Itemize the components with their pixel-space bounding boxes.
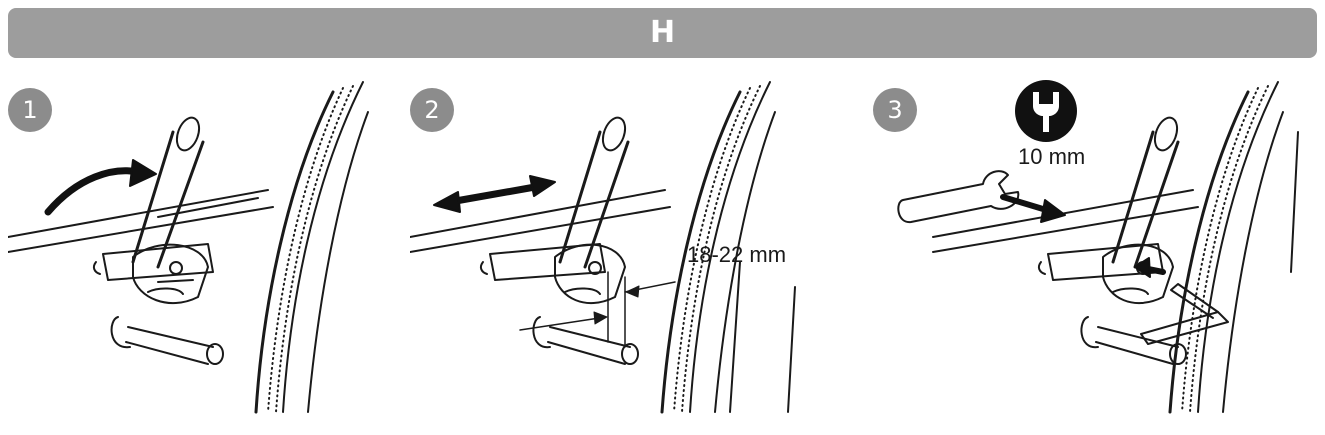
step-2-panel: 2 18-22 mm <box>410 72 840 427</box>
step-1-illustration <box>8 81 369 414</box>
section-title: H <box>649 15 676 50</box>
step-3-illustration <box>897 81 1299 414</box>
step-3-panel: 3 10 mm <box>873 72 1303 427</box>
step-3-badge: 3 <box>873 88 917 132</box>
header-bar: H <box>8 8 1317 58</box>
tool-size-label: 10 mm <box>1018 144 1086 169</box>
measurement-label: 18-22 mm <box>687 242 787 267</box>
step-2-illustration <box>410 81 796 414</box>
step-2-badge: 2 <box>410 88 454 132</box>
step-1-panel: 1 <box>8 72 438 427</box>
step-1-badge: 1 <box>8 88 52 132</box>
